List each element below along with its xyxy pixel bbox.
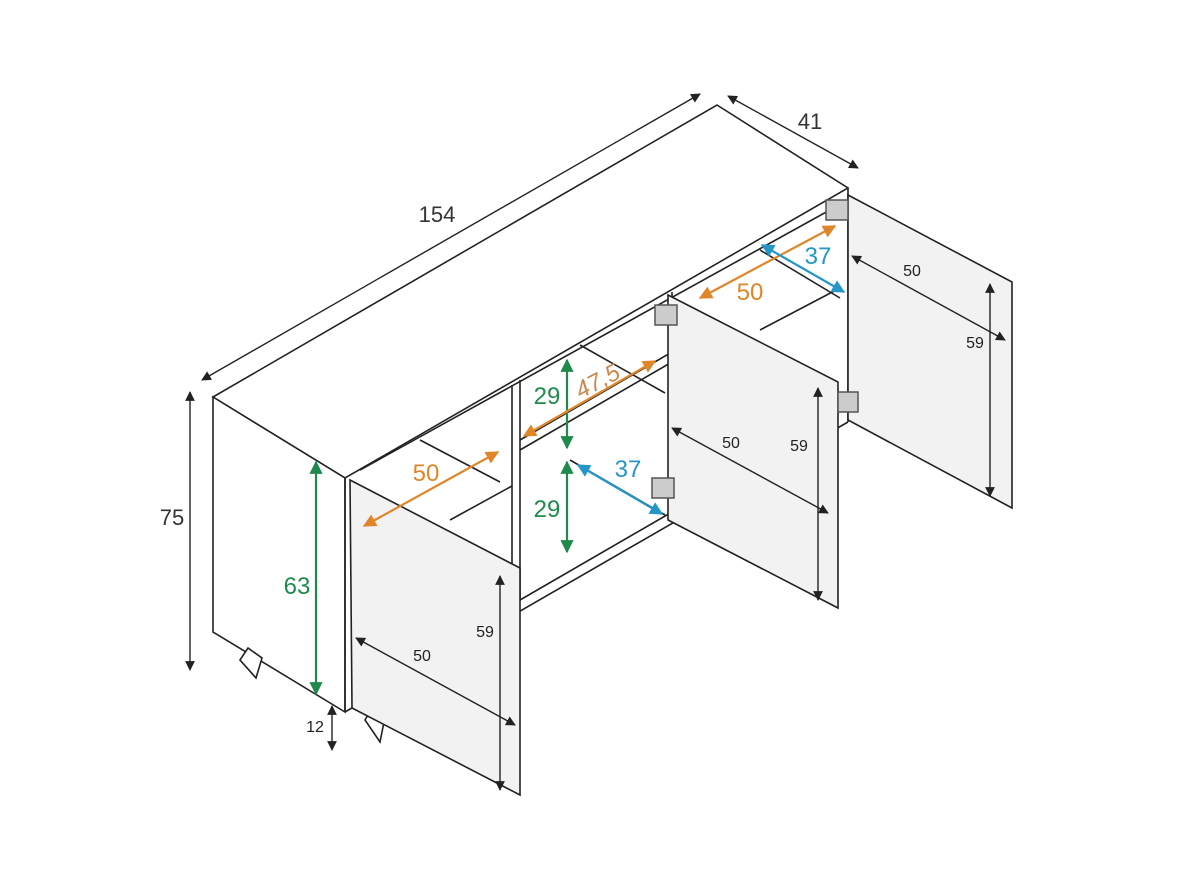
- depth-label: 41: [797, 109, 823, 134]
- left-width-label: 50: [412, 460, 440, 487]
- upper-height-label: 29: [533, 383, 561, 410]
- door-width-label: 50: [903, 263, 921, 280]
- height-label: 75: [159, 505, 185, 530]
- lower-height-label: 29: [533, 496, 561, 523]
- dim-depth-41: [727, 95, 859, 169]
- inner-height-label: 63: [283, 573, 311, 600]
- leg-height-label: 12: [306, 719, 324, 736]
- door-width-label: 50: [413, 648, 431, 665]
- door-height-label: 59: [966, 335, 984, 352]
- door-left: [349, 478, 521, 797]
- door-right: [847, 193, 1013, 510]
- right-depth-label: 37: [804, 243, 832, 270]
- dim-width-154: [201, 93, 701, 381]
- right-width-label: 50: [736, 279, 764, 306]
- door-height-label: 59: [476, 624, 494, 641]
- door-middle: [667, 293, 839, 610]
- middle-depth-label: 37: [614, 456, 642, 483]
- width-label: 154: [418, 202, 456, 227]
- door-height-label: 59: [790, 438, 808, 455]
- door-width-label: 50: [722, 435, 740, 452]
- leg: [238, 646, 263, 680]
